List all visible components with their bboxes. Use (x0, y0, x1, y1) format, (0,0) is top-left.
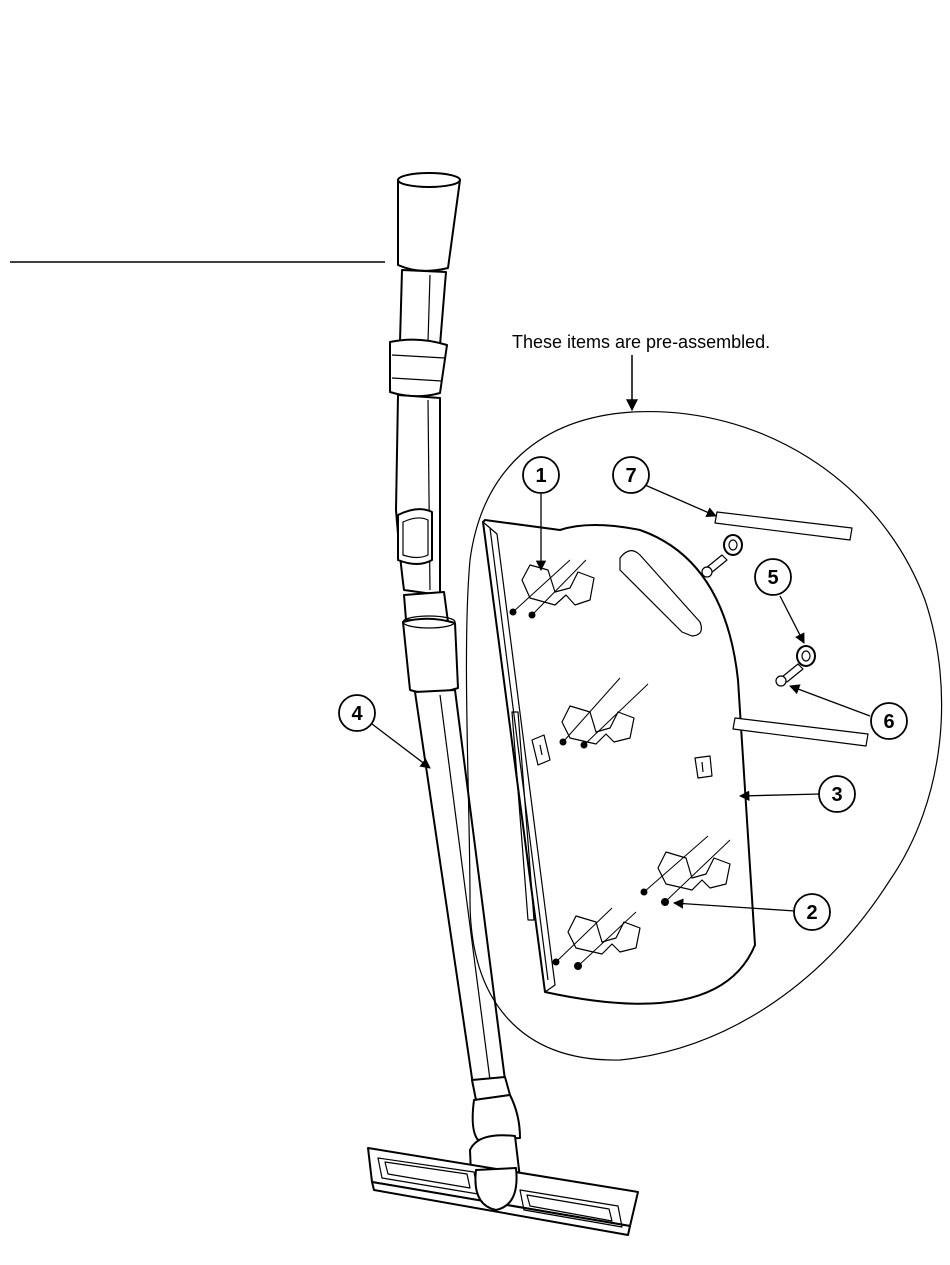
svg-text:4: 4 (351, 703, 363, 725)
handle-collar (390, 340, 447, 397)
pre-assembled-note: These items are pre-assembled. (512, 332, 770, 410)
callout-3: 3 (819, 776, 855, 812)
handle-upper-tube (400, 270, 446, 345)
svg-text:6: 6 (883, 711, 894, 733)
svg-text:1: 1 (535, 465, 546, 487)
callout-6: 6 (871, 703, 907, 739)
callout-2: 2 (794, 894, 830, 930)
handle-grip-cap (398, 176, 460, 271)
svg-text:2: 2 (806, 902, 817, 924)
callout-5: 5 (755, 559, 791, 595)
washer (797, 646, 815, 666)
callout-1: 1 (523, 457, 559, 493)
handle-neck (473, 1095, 520, 1140)
handle-lower-collar (403, 619, 458, 693)
hardware-upper (702, 535, 742, 577)
callout-4: 4 (339, 695, 375, 731)
hardware-lower (776, 646, 815, 686)
handle-pole (415, 690, 505, 1085)
svg-text:5: 5 (767, 567, 778, 589)
mounting-plate (483, 520, 755, 1004)
strip-lower (733, 718, 868, 746)
handle-mid-tube (396, 395, 440, 595)
svg-text:3: 3 (831, 784, 842, 806)
svg-text:7: 7 (625, 465, 636, 487)
pre-assembled-label: These items are pre-assembled. (512, 332, 770, 352)
callout-7: 7 (613, 457, 649, 493)
